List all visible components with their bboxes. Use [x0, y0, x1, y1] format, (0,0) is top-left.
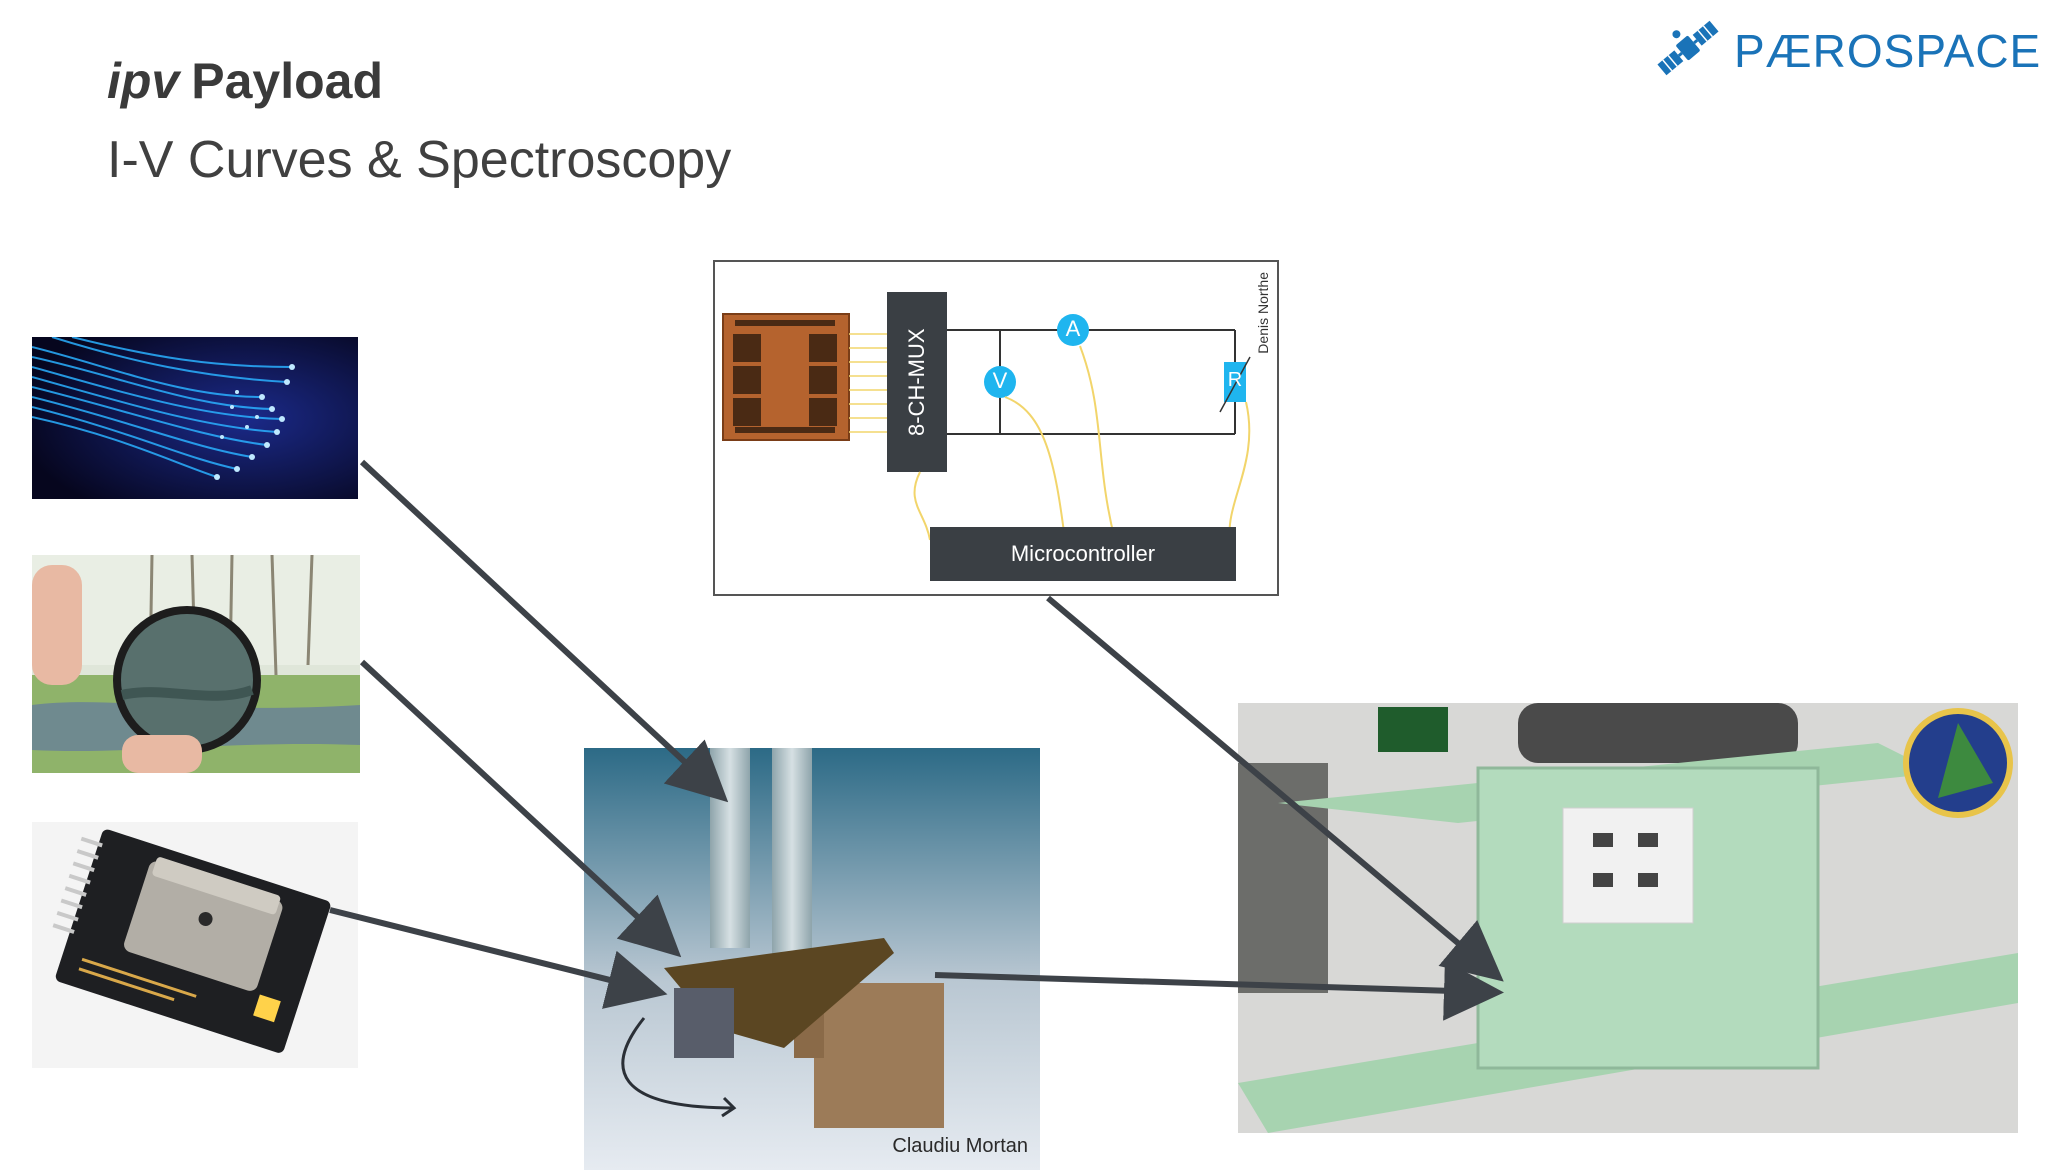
ammeter-label: A [1065, 316, 1081, 341]
spectrometer-sensor-photo [32, 822, 358, 1068]
circuit-diagram: 8-CH-MUX A V R Microcontroller Denis Nor… [713, 260, 1279, 596]
slide-subtitle: I-V Curves & Spectroscopy [107, 131, 732, 189]
resistor-label: R [1227, 369, 1243, 391]
logo-text: PÆROSPACE [1734, 25, 2042, 77]
satellite-icon [1657, 20, 1719, 76]
paerospace-logo: PÆROSPACE [1650, 10, 2040, 90]
voltmeter-label: V [992, 368, 1008, 393]
polarizing-filter-photo [32, 555, 360, 773]
mux-label: 8-CH-MUX [904, 328, 929, 436]
title-bold: Payload [191, 53, 383, 109]
microcontroller-label: Microcontroller [1010, 541, 1156, 566]
diagram-author: Denis Northe [1255, 272, 1271, 354]
test-rig-photo [1238, 703, 2018, 1133]
title-italic: ipv [107, 53, 180, 109]
cad-render: Claudiu Mortan [584, 748, 1040, 1170]
solar-cell-icon [722, 313, 850, 441]
fiber-optics-photo [32, 337, 358, 499]
render-author: Claudiu Mortan [892, 1135, 1028, 1157]
